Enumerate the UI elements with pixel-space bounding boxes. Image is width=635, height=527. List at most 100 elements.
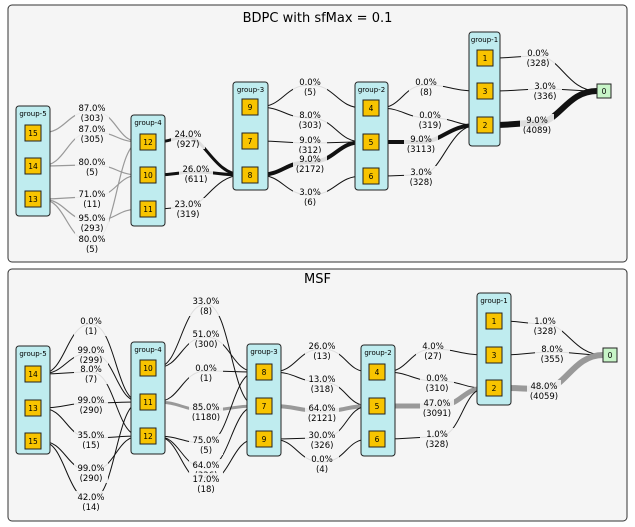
edge-count: (1180) (192, 413, 220, 423)
node-box[interactable] (476, 116, 494, 134)
node-10[interactable]: 10 (139, 166, 157, 184)
edge-label-bg (75, 212, 109, 233)
edge-label-bg (409, 76, 443, 97)
node-label: 11 (143, 205, 153, 214)
node-box[interactable] (24, 157, 42, 175)
node-9[interactable]: 9 (241, 98, 259, 116)
edge-label-bg (74, 344, 108, 365)
node-box[interactable] (368, 363, 386, 381)
node-6[interactable]: 6 (362, 167, 380, 185)
edge-label: 17.0%(18) (189, 473, 223, 495)
sink-box[interactable] (596, 83, 612, 99)
node-14[interactable]: 14 (24, 157, 42, 175)
node-7[interactable]: 7 (241, 132, 259, 150)
node-box[interactable] (476, 82, 494, 100)
node-box[interactable] (24, 190, 42, 208)
node-box[interactable] (255, 363, 273, 381)
node-box[interactable] (485, 312, 503, 330)
edge-count: (293) (81, 224, 104, 234)
node-2[interactable]: 2 (485, 379, 503, 397)
node-box[interactable] (476, 49, 494, 67)
node-7[interactable]: 7 (255, 397, 273, 415)
edge-count: (1) (85, 327, 97, 337)
node-13[interactable]: 13 (24, 190, 42, 208)
edge-count: (5) (200, 446, 212, 456)
node-box[interactable] (24, 124, 42, 142)
edge-count: (326) (311, 441, 334, 451)
edge-label: 99.0%(290) (74, 462, 108, 484)
node-3[interactable]: 3 (485, 346, 503, 364)
edge-count: (319) (177, 210, 200, 220)
edge-percent: 85.0% (192, 403, 219, 413)
node-9[interactable]: 9 (255, 430, 273, 448)
node-1[interactable]: 1 (485, 312, 503, 330)
node-12[interactable]: 12 (139, 133, 157, 151)
node-13[interactable]: 13 (24, 399, 42, 417)
node-box[interactable] (362, 99, 380, 117)
node-8[interactable]: 8 (255, 363, 273, 381)
node-5[interactable]: 5 (368, 397, 386, 415)
edge-label: 48.0%(4059) (527, 380, 561, 402)
node-11[interactable]: 11 (139, 200, 157, 218)
node-box[interactable] (24, 365, 42, 383)
node-4[interactable]: 4 (362, 99, 380, 117)
node-box[interactable] (485, 379, 503, 397)
edge-label: 99.0%(290) (74, 394, 108, 416)
edge-count: (318) (311, 385, 334, 395)
node-4[interactable]: 4 (368, 363, 386, 381)
node-3[interactable]: 3 (476, 82, 494, 100)
node-box[interactable] (362, 133, 380, 151)
node-box[interactable] (241, 166, 259, 184)
node-box[interactable] (24, 432, 42, 450)
node-box[interactable] (139, 359, 157, 377)
node-box[interactable] (139, 393, 157, 411)
edge-label-bg (416, 340, 450, 361)
edge-percent: 87.0% (78, 125, 105, 135)
edge-label: 33.0%(8) (189, 295, 223, 317)
node-6[interactable]: 6 (368, 430, 386, 448)
node-box[interactable] (255, 397, 273, 415)
edge-count: (310) (426, 384, 449, 394)
node-14[interactable]: 14 (24, 365, 42, 383)
node-15[interactable]: 15 (24, 432, 42, 450)
sink-box[interactable] (602, 347, 618, 363)
node-box[interactable] (368, 430, 386, 448)
node-15[interactable]: 15 (24, 124, 42, 142)
edge-percent: 42.0% (77, 493, 104, 503)
node-box[interactable] (362, 167, 380, 185)
node-box[interactable] (139, 200, 157, 218)
node-box[interactable] (485, 346, 503, 364)
node-11[interactable]: 11 (139, 393, 157, 411)
node-box[interactable] (24, 399, 42, 417)
node-box[interactable] (255, 430, 273, 448)
edge-percent: 8.0% (299, 111, 321, 121)
edge-count: (2121) (308, 414, 336, 424)
node-box[interactable] (368, 397, 386, 415)
node-box[interactable] (139, 166, 157, 184)
edge-label: 71.0%(11) (75, 188, 109, 210)
node-12[interactable]: 12 (139, 427, 157, 445)
edge-label: 26.0%(13) (305, 340, 339, 362)
edge-count: (8) (420, 88, 432, 98)
node-8[interactable]: 8 (241, 166, 259, 184)
node-box[interactable] (139, 427, 157, 445)
group-label: group-5 (19, 350, 46, 358)
edge-count: (305) (81, 135, 104, 145)
node-10[interactable]: 10 (139, 359, 157, 377)
node-0-sink[interactable]: 0 (602, 347, 618, 363)
node-0-sink[interactable]: 0 (596, 83, 612, 99)
group-label: group-2 (364, 349, 391, 357)
node-1[interactable]: 1 (476, 49, 494, 67)
edge-label-bg (74, 394, 108, 415)
node-5[interactable]: 5 (362, 133, 380, 151)
edge-label-bg (293, 186, 327, 207)
node-box[interactable] (241, 98, 259, 116)
node-box[interactable] (241, 132, 259, 150)
edge-percent: 0.0% (426, 374, 448, 384)
node-2[interactable]: 2 (476, 116, 494, 134)
edge-percent: 9.0% (526, 116, 548, 126)
node-box[interactable] (139, 133, 157, 151)
edge-percent: 48.0% (530, 382, 557, 392)
edge-count: (27) (424, 352, 441, 362)
